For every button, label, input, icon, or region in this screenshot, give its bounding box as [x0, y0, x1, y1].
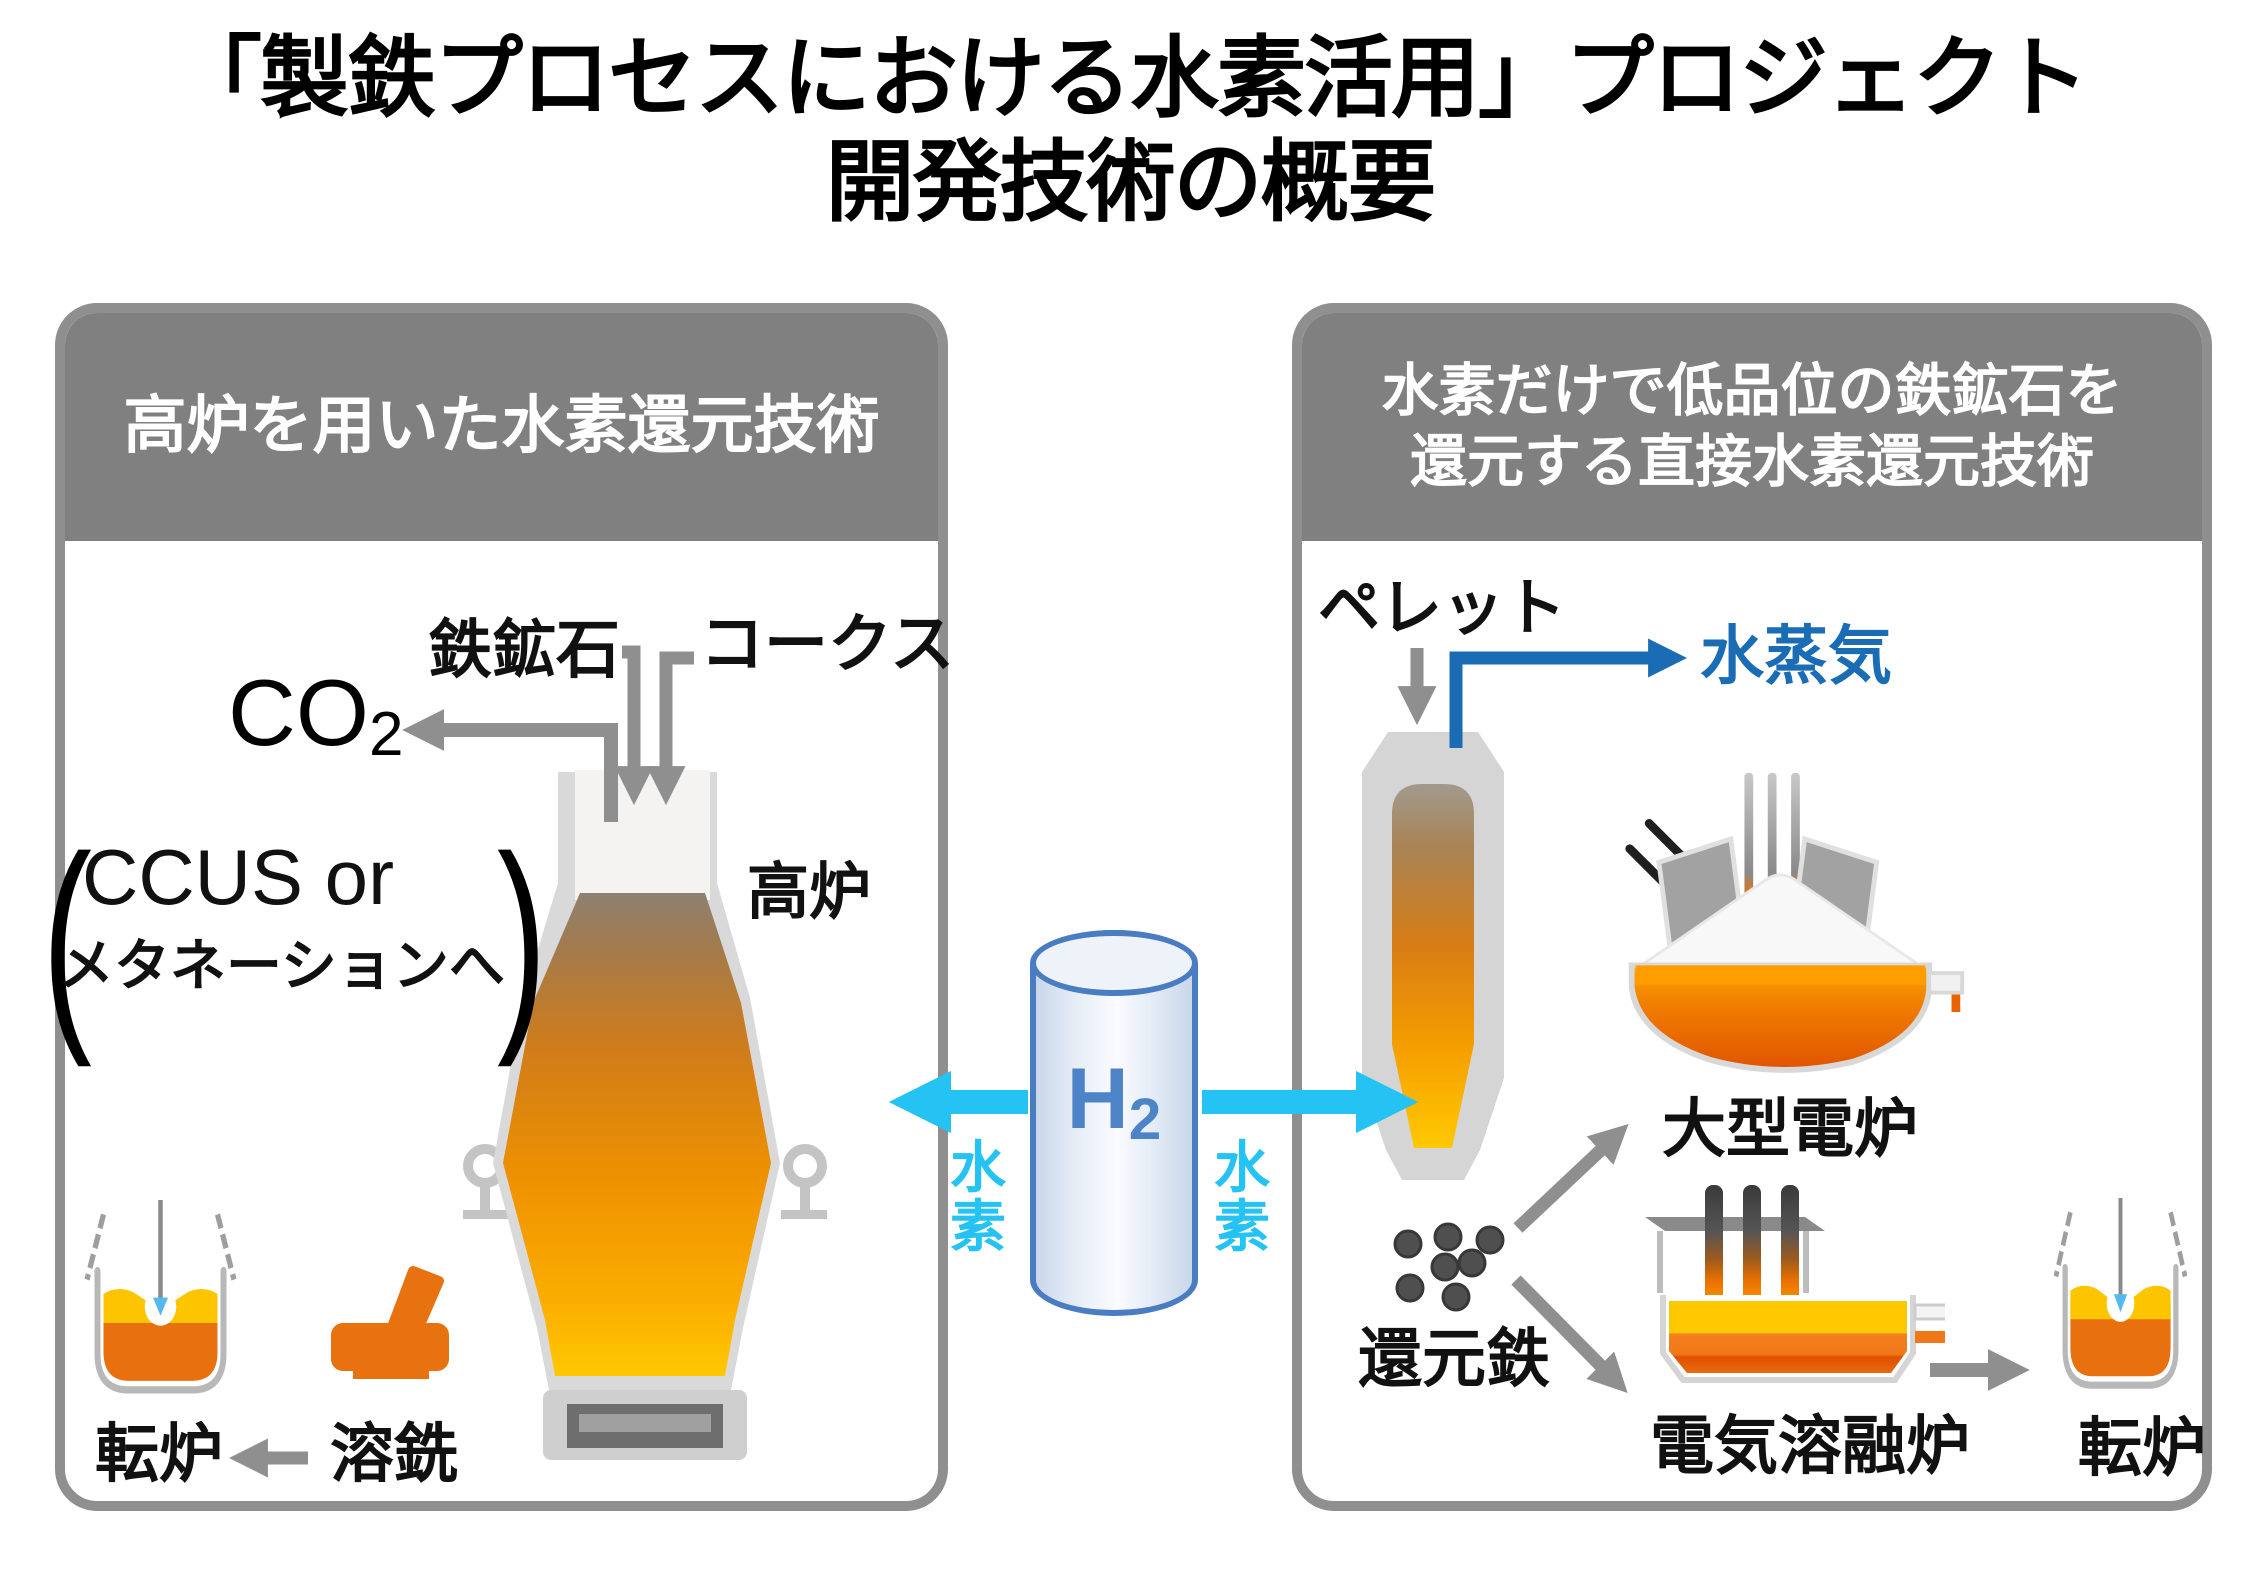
large-eaf-label: 大型電炉 — [1662, 1093, 1918, 1165]
ccus-label: CCUS or — [82, 833, 395, 921]
right-panel-header: 水素だけで低品位の鉄鉱石を 還元する直接水素還元技術 — [1302, 313, 2202, 541]
reduced-iron-label: 還元鉄 — [1358, 1323, 1550, 1395]
right-panel-header-line2: 還元する直接水素還元技術 — [1410, 430, 2094, 494]
page-title: 「製鉄プロセスにおける水素活用」プロジェクト 開発技術の概要 — [0, 26, 2260, 234]
hot-metal-label: 溶銑 — [330, 1418, 458, 1490]
left-panel-header-text: 高炉を用いた水素還元技術 — [123, 391, 880, 462]
hydrogen-label-right: 水素 — [1214, 1136, 1270, 1259]
left-panel-header: 高炉を用いた水素還元技術 — [65, 313, 938, 541]
steam-label: 水蒸気 — [1700, 620, 1892, 692]
hydrogen-label-left: 水素 — [950, 1136, 1006, 1259]
methanation-label: メタネーションへ — [58, 934, 505, 997]
paren-open: ( — [42, 807, 92, 1068]
h2-cylinder-top — [1030, 930, 1198, 996]
pellet-label: ペレット — [1318, 574, 1567, 643]
paren-close: ) — [497, 807, 547, 1068]
co2-label: CO2 — [228, 660, 404, 769]
converter-right-label: 転炉 — [2078, 1412, 2206, 1484]
h2-label: H2 — [1066, 1051, 1162, 1152]
right-panel-header-line1: 水素だけで低品位の鉄鉱石を — [1381, 358, 2123, 423]
iron-ore-label: 鉄鉱石 — [428, 614, 620, 686]
page-title-line1: 「製鉄プロセスにおける水素活用」プロジェクト — [173, 28, 2089, 128]
melting-furnace-label: 電気溶融炉 — [1650, 1410, 1970, 1482]
converter-left-label: 転炉 — [95, 1418, 223, 1490]
coke-label: コークス — [700, 608, 955, 680]
page-title-line2: 開発技術の概要 — [825, 132, 1437, 233]
blast-furnace-label: 高炉 — [747, 858, 872, 927]
